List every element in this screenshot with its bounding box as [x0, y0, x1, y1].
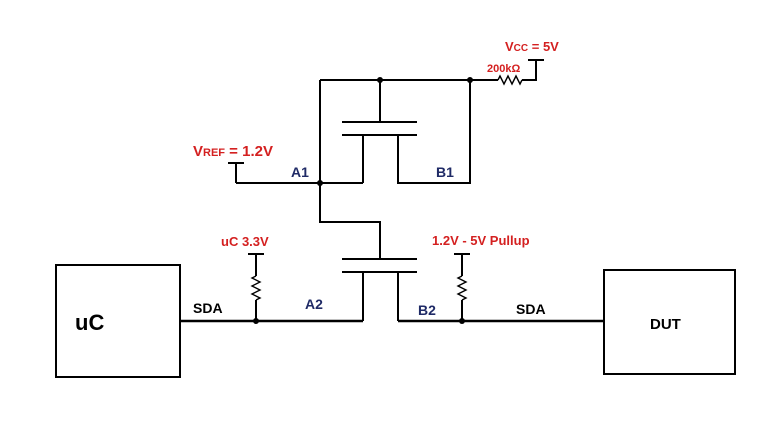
pin-a2-label: A2 [305, 296, 323, 312]
vcc-lead-right [522, 60, 537, 81]
vcc-label: VCC = 5V [505, 39, 559, 54]
controller-label: uC [75, 310, 104, 335]
dut-pullup: 1.2V - 5V Pullup [432, 233, 530, 321]
a1-junction [317, 180, 323, 186]
resistor-200k [497, 74, 523, 86]
pin-b1-label: B1 [436, 164, 454, 180]
top-junction-center [377, 77, 383, 83]
resistor-value-label: 200kΩ [487, 63, 520, 75]
pin-b2-label: B2 [418, 302, 436, 318]
uc-pullup: uC 3.3V [221, 234, 269, 321]
sda-left-label: SDA [193, 300, 223, 316]
sda-right-label: SDA [516, 301, 546, 317]
device-box [603, 269, 736, 375]
uc-supply-label: uC 3.3V [221, 234, 269, 249]
vref-label: VREF = 1.2V [193, 143, 273, 160]
pullup-range-label: 1.2V - 5V Pullup [432, 233, 530, 248]
top-mosfet [236, 77, 473, 259]
uc-pullup-resistor [250, 275, 262, 301]
device-block: DUT [603, 269, 736, 375]
device-label: DUT [650, 316, 681, 333]
controller-box [55, 264, 181, 378]
top-drain-wire [397, 80, 471, 184]
vcc-pullup: VCC = 5V 200kΩ [470, 39, 559, 86]
vref-source: VREF = 1.2V [193, 143, 273, 183]
dut-pullup-resistor [456, 275, 468, 301]
gate-link-wire [319, 80, 381, 259]
bottom-mosfet [180, 258, 604, 324]
controller-block: uC [55, 264, 181, 378]
pin-a1-label: A1 [291, 164, 309, 180]
